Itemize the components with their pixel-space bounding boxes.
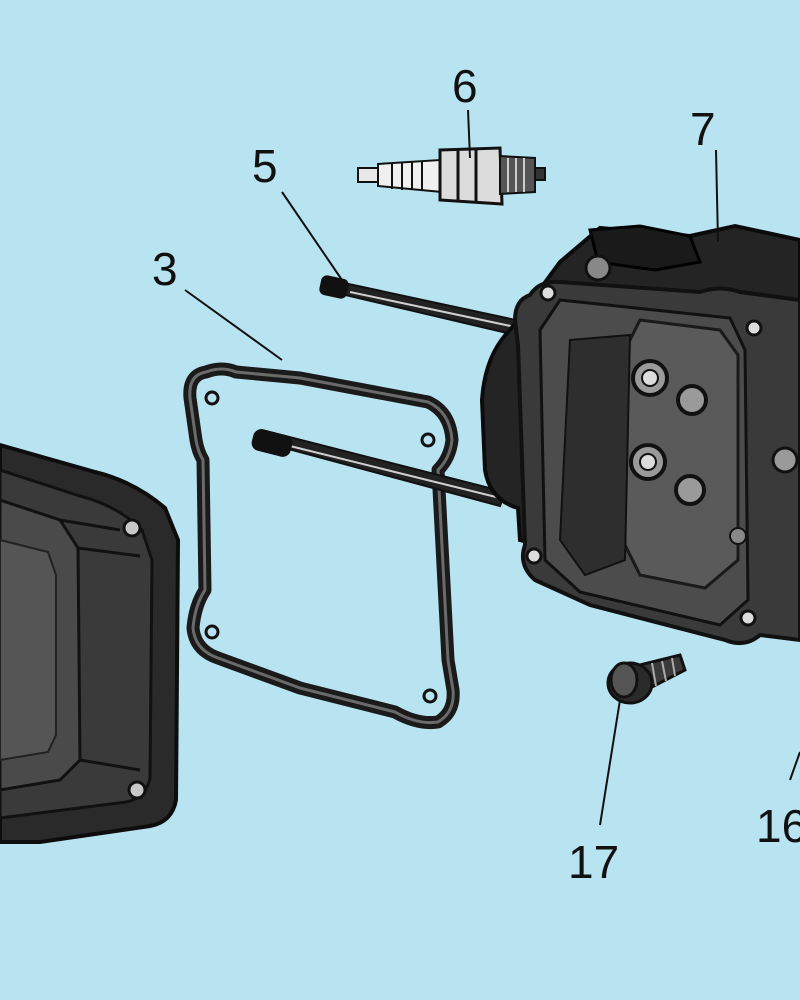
callout-labels: 3 5 6 7 17 16	[152, 60, 800, 888]
spark-plug-icon	[357, 146, 546, 206]
cylinder-head-cover-icon	[0, 442, 181, 844]
leader-line-3	[184, 289, 283, 361]
flange-bolt-icon	[606, 653, 687, 705]
callout-16: 16	[756, 800, 800, 852]
leader-line-16	[789, 751, 800, 781]
leader-line-7	[715, 149, 719, 243]
callout-6: 6	[452, 60, 478, 112]
leader-line-6	[467, 109, 471, 159]
leader-lines	[184, 109, 800, 826]
cylinder-head-icon	[479, 223, 800, 646]
leader-line-5	[281, 191, 343, 281]
callout-5: 5	[252, 140, 278, 192]
callout-3: 3	[152, 243, 178, 295]
leader-line-17	[599, 699, 621, 826]
callout-7: 7	[690, 103, 716, 155]
callout-17: 17	[568, 836, 619, 888]
cover-gasket-icon	[183, 362, 460, 729]
